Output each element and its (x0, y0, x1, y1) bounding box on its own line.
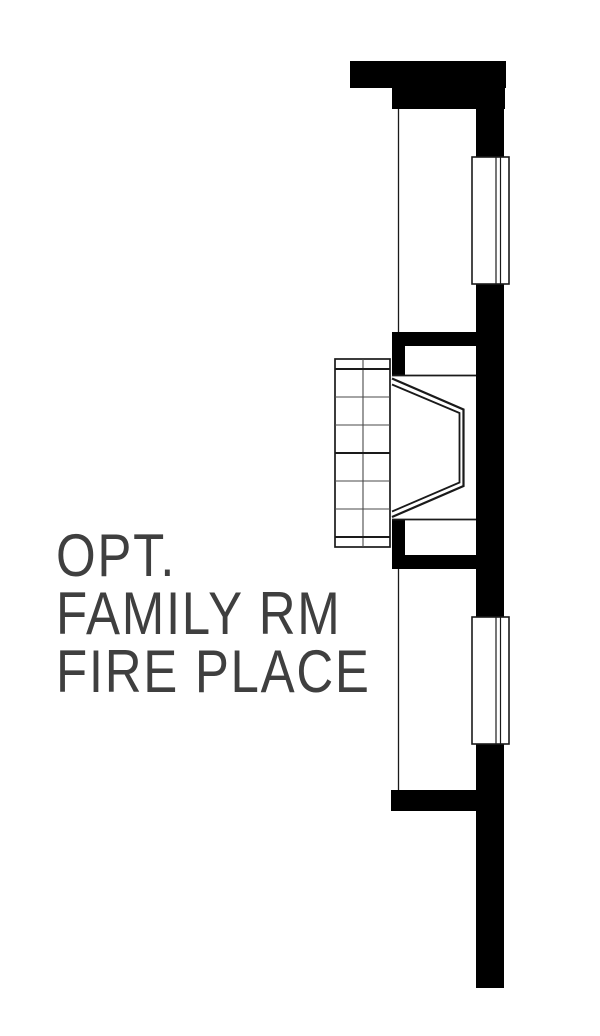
exterior-wall (350, 61, 506, 988)
wall-column-lower (476, 744, 504, 988)
hearth-rows-thin (335, 396, 390, 510)
firebox-opening (391, 377, 465, 519)
fireplace-bottom-bar (392, 555, 477, 569)
window-upper-glazing (495, 157, 502, 284)
label-line-1: OPT. (56, 522, 177, 589)
fireplace-top-bar (392, 332, 477, 346)
window-lower (471, 616, 510, 745)
window-upper (471, 156, 510, 285)
wall-top-step (392, 88, 505, 109)
window-lower-glazing (495, 617, 502, 744)
foundation-stub (391, 790, 477, 811)
window-upper-frame (471, 156, 510, 285)
fireplace-left-jamb-top (392, 346, 405, 376)
window-lower-frame (471, 616, 510, 745)
hearth-grid (334, 358, 391, 548)
fireplace-masonry (392, 332, 477, 569)
hearth-rows-thick (335, 368, 390, 538)
fireplace-label: OPT. FAMILY RM FIRE PLACE (56, 522, 371, 705)
fireplace-recess-lines (392, 374, 476, 521)
fireplace (391, 332, 477, 569)
fireplace-left-jamb-bottom (392, 520, 405, 557)
wall-top-bar (350, 61, 506, 88)
firebox-outline-inner (391, 383, 461, 513)
label-line-3: FIRE PLACE (56, 638, 371, 705)
label-line-2: FAMILY RM (56, 580, 342, 647)
wall-column-middle (476, 284, 504, 617)
wall-column-upper (476, 109, 504, 157)
firebox-outline-outer (391, 377, 465, 519)
